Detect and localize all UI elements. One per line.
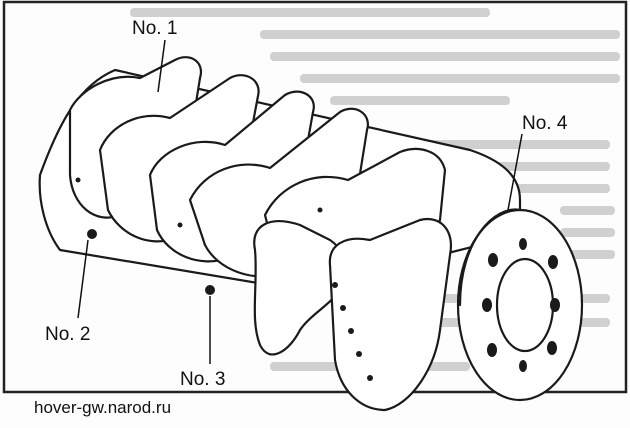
- callout-leaders: [77, 39, 523, 364]
- figure-frame: [2, 0, 628, 394]
- flange-inner: [495, 257, 555, 353]
- callout-no-2: No. 2: [43, 324, 93, 345]
- callout-no-3: No. 3: [178, 369, 228, 390]
- flange-rim: [458, 208, 522, 307]
- counterweight-front: [253, 220, 347, 356]
- counterweight-rear: [328, 217, 453, 412]
- watermark-text: hover-gw.narod.ru: [34, 398, 172, 417]
- callout-no-1: No. 1: [130, 18, 180, 39]
- bolt-holes: [75, 177, 560, 381]
- callout-no-4: No. 4: [520, 113, 570, 134]
